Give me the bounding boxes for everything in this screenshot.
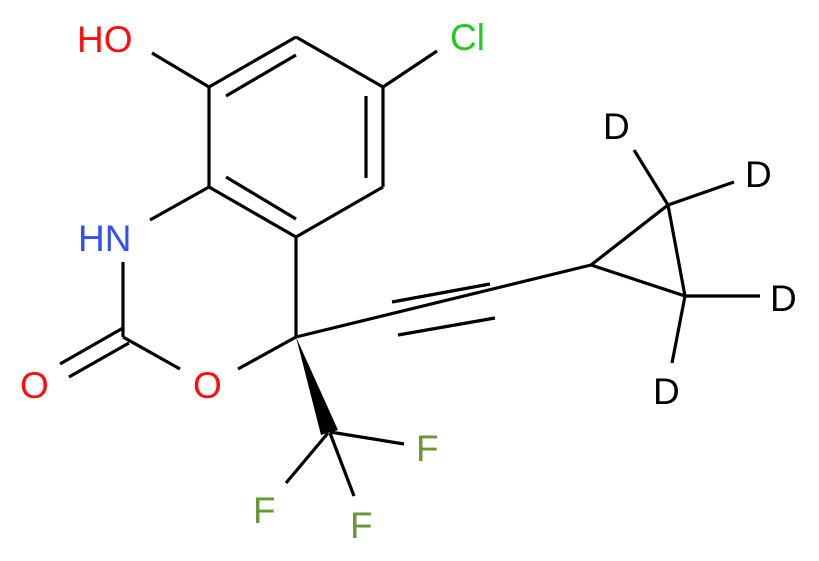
deuterium-bond-4 [670, 295, 687, 364]
chlorine-label: Cl [450, 17, 485, 58]
cf3-bond-1 [329, 430, 405, 446]
stereo-wedge [296, 337, 338, 435]
hydroxyl-bond [151, 51, 210, 89]
amine-label: HN [78, 218, 131, 259]
ring-oxygen-label: O [193, 365, 222, 406]
cf3-bond-2 [284, 431, 330, 485]
oxazinone-ring [121, 185, 298, 371]
fluorine-label-1: F [416, 428, 439, 469]
deuterium-bond-2 [667, 180, 735, 207]
deuterium-label-1: D [603, 106, 630, 147]
chlorine-bond [382, 49, 438, 89]
benzene-ring [207, 35, 385, 239]
carbonyl-oxygen-label: O [20, 365, 49, 406]
carbonyl-bond-1 [59, 326, 124, 366]
fluorine-label-2: F [253, 490, 276, 531]
deuterium-bond-1 [632, 149, 670, 206]
fluorine-label-3: F [350, 505, 373, 546]
deuterium-label-4: D [653, 371, 680, 412]
cf3-bond-3 [328, 432, 356, 497]
cyclopropane-ring [590, 203, 687, 298]
deuterium-label-2: D [745, 154, 772, 195]
carbonyl-bond-2 [68, 341, 130, 379]
deuterium-label-3: D [770, 278, 797, 319]
alkyne-bond-upper [391, 282, 491, 304]
hydroxyl-label: HO [77, 19, 133, 60]
alkyne-bond-center [295, 263, 592, 339]
alkyne-bond-lower [397, 316, 496, 337]
